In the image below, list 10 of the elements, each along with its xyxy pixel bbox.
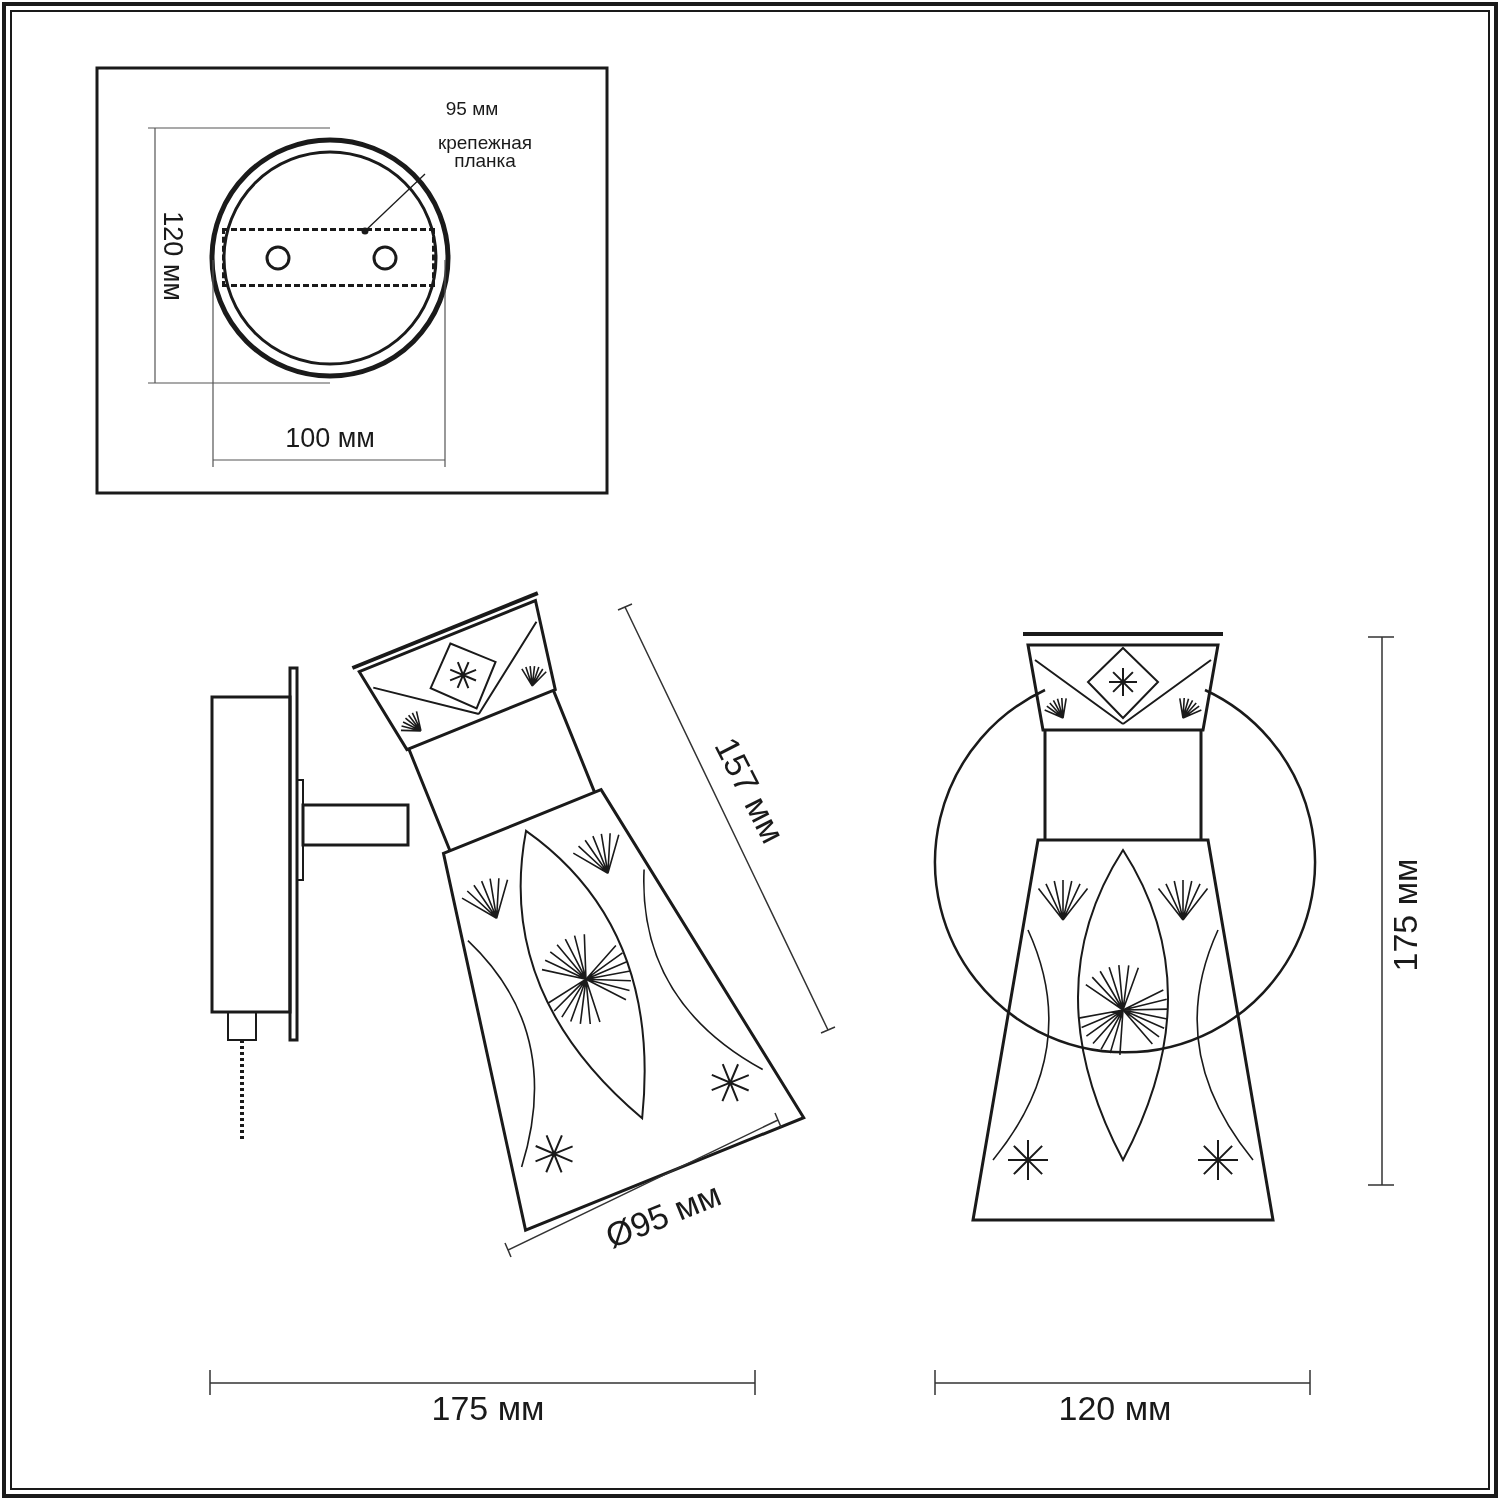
mounting-plate	[222, 228, 435, 287]
leader-text: крепежная планка	[420, 133, 550, 171]
dimension-label: 175 мм	[431, 1391, 545, 1425]
dimension-label: Ø95 мм	[600, 1176, 726, 1254]
dimension-label: 120 мм	[1058, 1391, 1172, 1425]
dimension-label: 175 мм	[1388, 858, 1422, 972]
dimension-label: 100 мм	[285, 424, 375, 452]
dimension-label: 95 мм	[445, 98, 499, 118]
dimension-label: 120 мм	[158, 211, 186, 301]
dimension-label: 157 мм	[709, 731, 791, 849]
